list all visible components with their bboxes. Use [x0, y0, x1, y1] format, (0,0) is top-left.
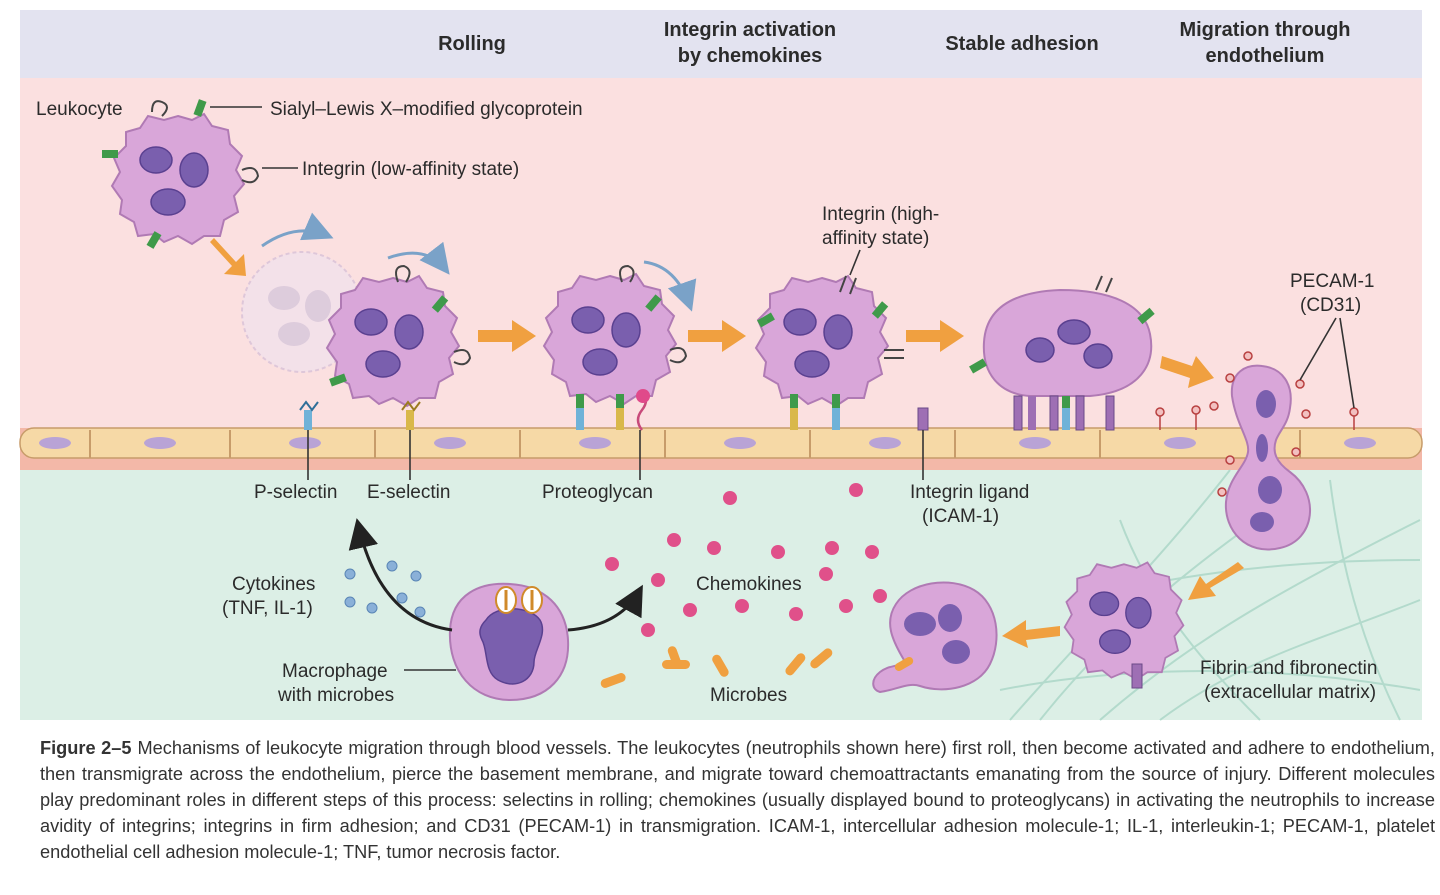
label-integrin-high-1: Integrin (high- — [822, 204, 939, 225]
arrow-step-3 — [906, 320, 964, 352]
chemokine-molecules — [605, 483, 887, 637]
label-p-selectin: P-selectin — [254, 482, 337, 503]
label-pecam-1: PECAM-1 — [1290, 271, 1374, 292]
arrow-step-4 — [1160, 356, 1214, 388]
leader-pecam-1a — [1299, 317, 1337, 381]
label-fibrin-2: (extracellular matrix) — [1204, 682, 1376, 703]
leukocyte-engulfing — [872, 581, 998, 694]
icam-1-marker — [917, 407, 929, 431]
label-chemokines: Chemokines — [696, 574, 802, 595]
stage-header-migration-1: Migration through — [1179, 19, 1350, 41]
arrow-step-1 — [478, 320, 536, 352]
arrow-step-2 — [688, 320, 746, 352]
leader-integrin-high — [849, 249, 861, 276]
macrophage — [448, 582, 570, 702]
header-band — [20, 10, 1422, 78]
stage-header-migration-2: endothelium — [1206, 45, 1325, 67]
rolling-arrow-3 — [643, 260, 697, 312]
leukocyte-activation — [543, 264, 688, 431]
leukocyte-integrin-activated — [755, 275, 904, 430]
label-proteoglycan: Proteoglycan — [542, 482, 653, 503]
stage-header-stable-adhesion: Stable adhesion — [945, 33, 1098, 55]
e-selectin-marker — [401, 400, 421, 430]
label-integrin-ligand-2: (ICAM-1) — [922, 506, 999, 527]
label-e-selectin: E-selectin — [367, 482, 450, 503]
arrow-cytokines-to-selectin — [348, 518, 453, 632]
arrow-free-to-rolling — [210, 238, 246, 276]
endothelium — [19, 427, 1423, 470]
label-macrophage-1: Macrophage — [282, 661, 388, 682]
caption-text: Mechanisms of leukocyte migration throug… — [40, 738, 1435, 862]
leukocyte-free — [102, 99, 260, 249]
label-microbes: Microbes — [710, 685, 787, 706]
label-integrin-high-2: affinity state) — [822, 228, 929, 249]
leukocyte-migration-diagram: Rolling Integrin activation by chemokine… — [19, 10, 1423, 721]
leukocyte-in-tissue — [1063, 561, 1185, 689]
tissue-area — [20, 470, 1422, 720]
label-fibrin-1: Fibrin and fibronectin — [1200, 658, 1377, 679]
stage-header-integrin-activation-2: by chemokines — [678, 45, 823, 67]
caption-figure-number: Figure 2–5 — [40, 738, 132, 758]
arrow-macrophage-to-chemokines — [567, 584, 643, 632]
leukocyte-transmigrating — [1224, 364, 1312, 551]
label-integrin-low: Integrin (low-affinity state) — [302, 159, 519, 180]
label-cytokines-1: Cytokines — [232, 574, 315, 595]
leukocyte-stable-adhesion — [969, 275, 1155, 431]
leader-pecam-1b — [1339, 317, 1355, 409]
label-macrophage-2: with microbes — [277, 685, 394, 706]
cytokine-dots — [344, 560, 426, 618]
stage-header-integrin-activation-1: Integrin activation — [664, 19, 836, 41]
microbe-rods — [600, 646, 833, 688]
label-integrin-ligand-1: Integrin ligand — [910, 482, 1029, 503]
p-selectin-marker — [299, 400, 319, 430]
label-cytokines-2: (TNF, IL-1) — [222, 598, 313, 619]
arrow-tissue-2 — [1002, 620, 1060, 648]
rolling-arrow-1 — [261, 212, 334, 248]
stage-header-rolling: Rolling — [438, 33, 506, 55]
rolling-arrow-2 — [387, 241, 450, 275]
leukocyte-rolling — [326, 264, 472, 407]
arrow-tissue-1 — [1188, 562, 1244, 600]
label-sialyl-lewis-x: Sialyl–Lewis X–modified glycoprotein — [270, 99, 583, 120]
label-pecam-cd31: (CD31) — [1300, 295, 1361, 316]
label-leukocyte: Leukocyte — [36, 99, 123, 120]
